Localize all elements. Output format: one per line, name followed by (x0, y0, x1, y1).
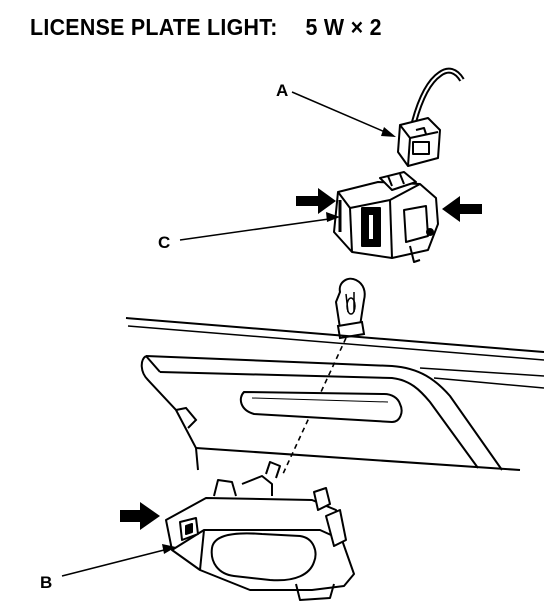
left-arrow-icon (296, 188, 336, 214)
press-arrows-socket (296, 188, 482, 222)
right-arrow-icon (442, 196, 482, 222)
leader-b (61, 547, 173, 577)
title-label: LICENSE PLATE LIGHT: (30, 14, 278, 40)
title-spec: 5 W × 2 (305, 14, 382, 40)
connector-wire (411, 67, 465, 123)
callout-c: C (158, 233, 170, 252)
socket-c (333, 171, 439, 263)
leader-arrowheads (162, 127, 396, 554)
callout-a: A (276, 81, 288, 100)
press-arrow-housing-icon (120, 502, 160, 530)
bulb (334, 277, 366, 340)
light-housing-b (165, 461, 355, 601)
callout-b: B (40, 573, 52, 592)
leader-lines (61, 91, 393, 577)
leader-a (291, 91, 393, 136)
page-title: LICENSE PLATE LIGHT: 5 W × 2 (30, 14, 382, 41)
leader-c (179, 217, 337, 241)
connector-a (397, 67, 465, 167)
vehicle-panel (125, 317, 544, 471)
